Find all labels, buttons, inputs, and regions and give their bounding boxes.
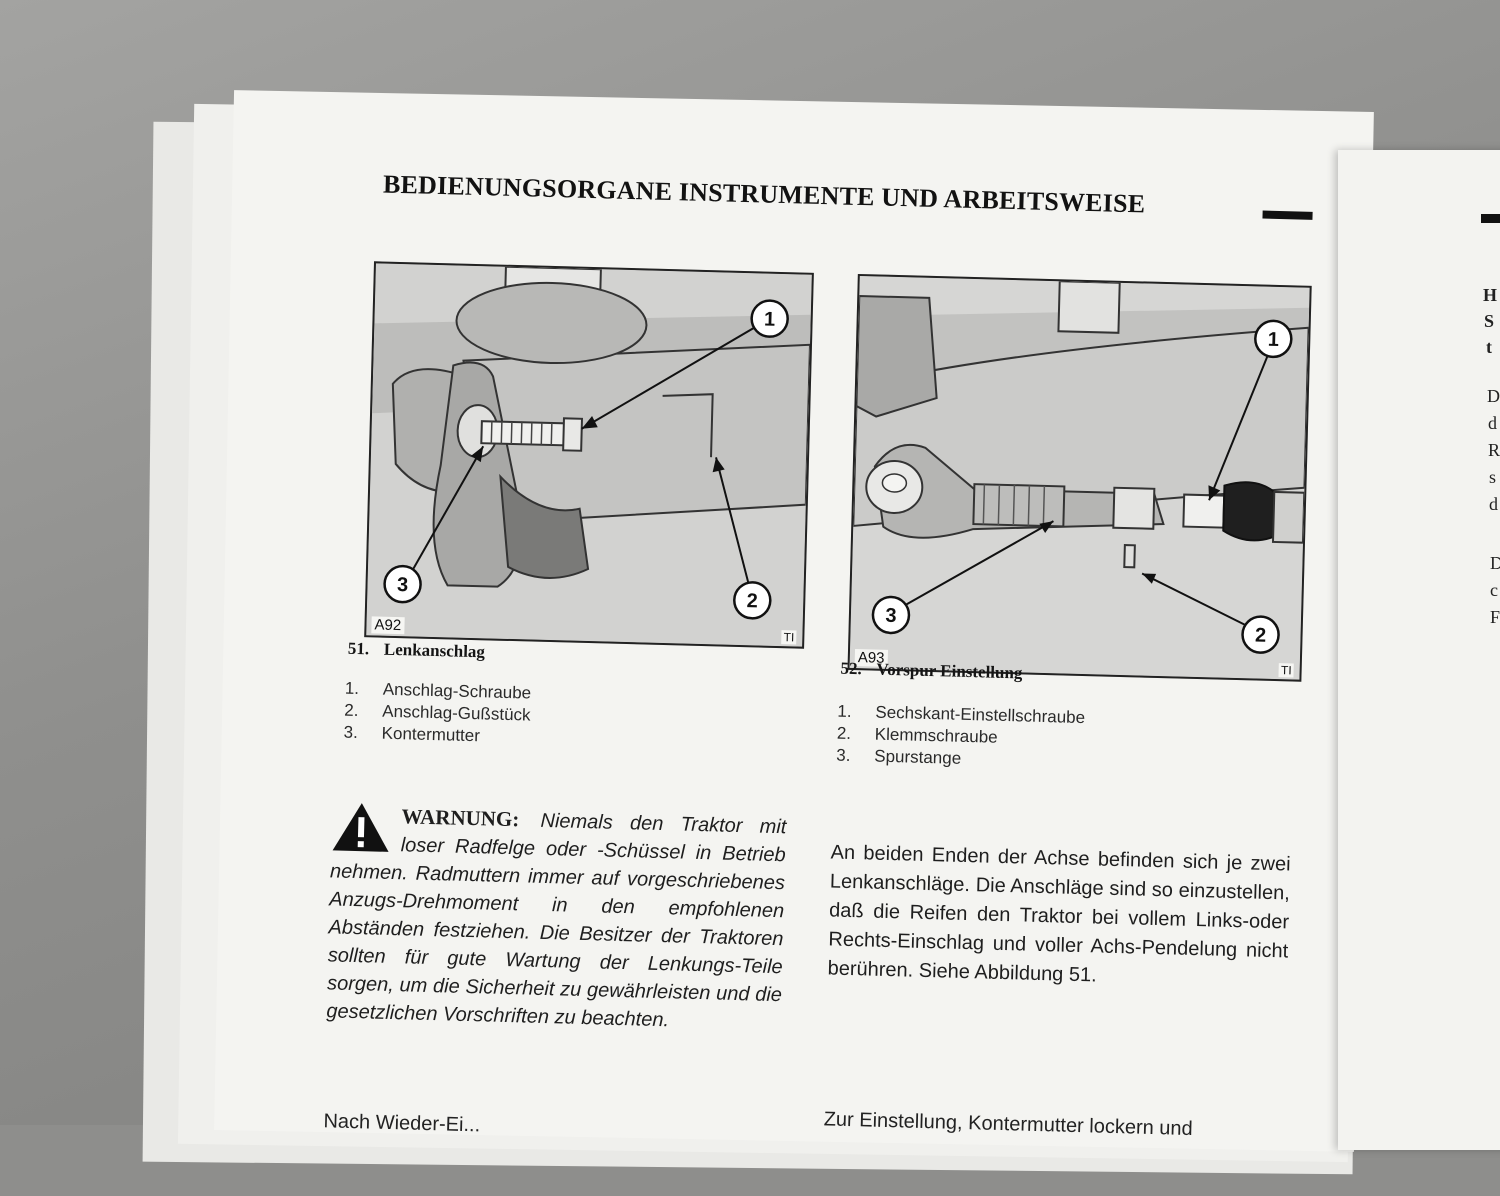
body-paragraph: An beiden Enden der Achse befinden sich … — [827, 841, 1291, 987]
facing-page-fragment: s — [1489, 467, 1497, 487]
facing-page-fragment: c — [1490, 580, 1498, 600]
callout-label: 3 — [885, 605, 897, 627]
caption-number: 52. — [840, 658, 863, 679]
facing-page — [1338, 150, 1500, 1150]
facing-page-fragment: S — [1484, 311, 1495, 331]
facing-page-fragment: d — [1488, 413, 1497, 433]
toe-in-illustration: 1 2 3 — [849, 276, 1310, 680]
facing-page-fragment: D — [1490, 553, 1500, 573]
facing-page-fragment: F — [1490, 607, 1500, 627]
callout-2 — [733, 581, 772, 620]
figure-legend: 1.Sechskant-Einstellschraube 2.Klemmschr… — [836, 702, 1085, 774]
legend-item: 3.Kontermutter — [343, 722, 481, 746]
figure-toe-in-adjustment: 1 2 3 A93 TI — [847, 273, 1312, 682]
figure-caption: 51. Lenkanschlag — [348, 639, 486, 663]
figure-code: A92 — [371, 616, 405, 635]
page-header: BEDIENUNGSORGANE INSTRUMENTE UND ARBEITS… — [382, 169, 1146, 219]
manual-page: BEDIENUNGSORGANE INSTRUMENTE UND ARBEITS… — [222, 108, 1329, 1196]
figure-legend: 1.Anschlag-Schraube 2.Anschlag-Gußstück … — [343, 679, 531, 750]
caption-title: Vorspur Einstellung — [876, 659, 1023, 683]
facing-page-fragment: t — [1486, 337, 1492, 357]
callout-label: 3 — [397, 574, 409, 596]
callout-label: 1 — [1267, 329, 1279, 351]
warning-text: Niemals den Traktor mit loser Radfelge o… — [326, 809, 787, 1032]
callout-label: 1 — [764, 309, 776, 331]
figure-steering-stop: 1 2 3 A92 TI — [364, 261, 814, 649]
facing-page-fragment: d — [1489, 494, 1498, 514]
figure-caption: 52. Vorspur Einstellung — [840, 659, 1022, 684]
warning-block: WARNUNG: Niemals den Traktor mit loser R… — [326, 800, 787, 1037]
warning-triangle-icon — [332, 803, 389, 852]
callout-1 — [750, 299, 789, 338]
facing-page-fragment: H — [1483, 285, 1498, 305]
callout-3 — [383, 564, 422, 604]
figure-mark: TI — [781, 630, 797, 645]
header-bar — [1262, 210, 1313, 220]
bottom-text-fragment: Nach Wieder-Ei... — [323, 1110, 481, 1137]
callout-3 — [871, 595, 911, 635]
figure-mark: TI — [1278, 663, 1294, 678]
caption-number: 51. — [347, 638, 370, 659]
facing-page-header-bar — [1481, 214, 1500, 223]
steering-stop-illustration: 1 2 3 — [366, 263, 812, 647]
caption-title: Lenkanschlag — [383, 639, 486, 662]
callout-1 — [1254, 319, 1293, 359]
callout-label: 2 — [1255, 624, 1267, 646]
facing-page-fragment: D — [1487, 386, 1500, 406]
facing-page-fragment: R — [1488, 440, 1500, 460]
warning-label: WARNUNG: — [401, 804, 520, 832]
callout-label: 2 — [746, 590, 758, 612]
callout-2 — [1241, 615, 1280, 654]
